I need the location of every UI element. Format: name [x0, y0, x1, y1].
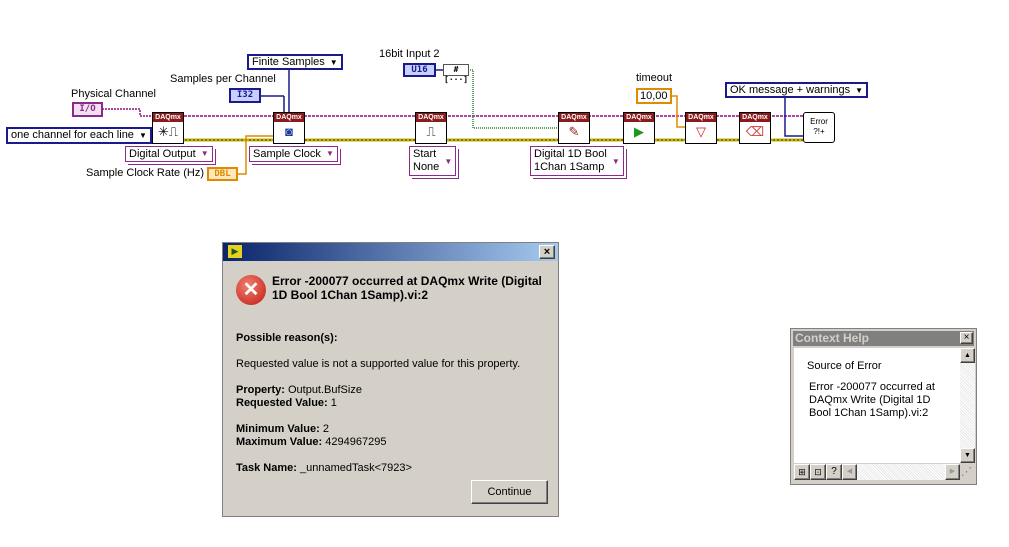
max-value: 4294967295: [325, 436, 387, 448]
i32-control[interactable]: I32: [229, 88, 261, 103]
node-header: DAQmx: [153, 113, 183, 122]
create-channel-icon: ✳⎍: [158, 124, 178, 139]
property-label: Property:: [236, 384, 285, 396]
close-button[interactable]: ×: [539, 245, 555, 259]
physical-channel-label: Physical Channel: [71, 88, 156, 100]
scroll-right-icon[interactable]: ▶: [945, 464, 960, 480]
daqmx-create-channel-node[interactable]: DAQmx ✳⎍: [152, 112, 184, 144]
clock-icon: ◙: [285, 124, 293, 139]
node-header: DAQmx: [686, 113, 716, 122]
node-header: DAQmx: [624, 113, 654, 122]
help-body: Error -200077 occurred at DAQmx Write (D…: [809, 381, 935, 419]
selector-value: None: [413, 161, 440, 173]
error-icon: ✕: [236, 275, 266, 305]
dbl-control[interactable]: DBL: [207, 167, 238, 181]
dropdown-arrow-icon: ▼: [611, 157, 620, 166]
enum-value: one channel for each line: [11, 129, 134, 141]
timeout-constant[interactable]: 10,00: [636, 88, 672, 104]
dropdown-arrow-icon: ▼: [329, 58, 338, 67]
error-heading: Error -200077 occurred at DAQmx Write (D…: [272, 274, 542, 302]
dialog-title-bar: ▶ ×: [223, 243, 558, 261]
dropdown-arrow-icon: ▼: [855, 86, 864, 95]
max-label: Maximum Value:: [236, 436, 323, 448]
finite-samples-enum[interactable]: Finite Samples ▼: [247, 54, 343, 70]
start-play-icon: ▶: [634, 124, 644, 139]
daqmx-trigger-node[interactable]: DAQmx ⎍: [415, 112, 447, 144]
help-content: Source of Error Error -200077 occurred a…: [794, 348, 960, 463]
daqmx-clear-node[interactable]: DAQmx ⌫: [739, 112, 771, 144]
timing-inputs-wire: [260, 69, 290, 113]
error-dialog: ▶ × ✕ Error -200077 occurred at DAQmx Wr…: [222, 242, 559, 517]
task-value: _unnamedTask<7923>: [300, 462, 412, 474]
vertical-scrollbar[interactable]: ▲ ▼: [960, 348, 975, 463]
show-optional-terminals-icon[interactable]: ⊞: [794, 464, 810, 480]
timing-selector[interactable]: Sample Clock ▼: [249, 146, 338, 162]
continue-button[interactable]: Continue: [471, 480, 548, 504]
context-help-window: Context Help × Source of Error Error -20…: [790, 328, 977, 485]
lock-icon[interactable]: ⊡: [810, 464, 826, 480]
resize-grip-icon[interactable]: ⋰: [961, 466, 972, 478]
physical-channel-wire: [102, 108, 152, 117]
dropdown-arrow-icon: ▼: [444, 157, 453, 166]
timeout-label: timeout: [636, 72, 673, 84]
node-header: DAQmx: [416, 113, 446, 122]
property-value: Output.BufSize: [287, 384, 362, 396]
dropdown-arrow-icon: ▼: [138, 131, 147, 140]
io-control[interactable]: I/O: [72, 102, 103, 117]
timeout-wire: [670, 95, 685, 128]
trigger-icon: ⎍: [426, 124, 436, 139]
min-value: 2: [322, 423, 329, 435]
requested-value: 1: [330, 397, 337, 409]
u16-control[interactable]: U16: [403, 63, 436, 77]
lines-enum[interactable]: one channel for each line ▼: [6, 127, 152, 144]
context-help-title: Context Help: [795, 331, 870, 345]
horizontal-scrollbar[interactable]: ⊞ ⊡ ? ◀ ▶: [794, 464, 960, 480]
create-channel-selector[interactable]: Digital Output ▼: [125, 146, 213, 162]
task-label: Task Name:: [236, 462, 297, 474]
error-mode-wire: [784, 97, 803, 137]
scroll-down-icon[interactable]: ▼: [960, 448, 975, 463]
dropdown-arrow-icon: ▼: [200, 149, 209, 158]
enum-value: Finite Samples: [252, 56, 325, 68]
selector-value: Start: [413, 148, 437, 160]
scroll-up-icon[interactable]: ▲: [960, 348, 975, 363]
selector-value: 1Chan 1Samp: [534, 161, 605, 173]
dropdown-arrow-icon: ▼: [325, 149, 334, 158]
wait-triangle-icon: ▽: [696, 124, 706, 139]
error-mode-enum[interactable]: OK message + warnings ▼: [725, 82, 869, 98]
help-question-icon[interactable]: ?: [826, 464, 842, 480]
sample-clock-rate-label: Sample Clock Rate (Hz): [86, 167, 204, 179]
labview-icon: ▶: [228, 245, 242, 258]
scroll-left-icon[interactable]: ◀: [842, 464, 857, 480]
eraser-icon: ⌫: [745, 124, 765, 139]
node-header: DAQmx: [740, 113, 770, 122]
input16-label: 16bit Input 2: [379, 48, 440, 60]
error-handler-label: Error ?!+: [810, 117, 828, 136]
requested-label: Requested Value:: [236, 397, 328, 409]
daqmx-start-node[interactable]: DAQmx ▶: [623, 112, 655, 144]
possible-reasons-label: Possible reason(s):: [236, 332, 338, 344]
node-header: DAQmx: [559, 113, 589, 122]
selector-value: Sample Clock: [253, 148, 321, 160]
close-button[interactable]: ×: [960, 332, 973, 344]
context-help-titlebar: [793, 331, 974, 346]
rate-wire: [238, 135, 273, 175]
data-wire: [468, 69, 558, 129]
help-heading: Source of Error: [807, 360, 882, 372]
selector-value: Digital Output: [129, 148, 196, 160]
samples-per-channel-label: Samples per Channel: [170, 73, 276, 85]
daqmx-wait-node[interactable]: DAQmx ▽: [685, 112, 717, 144]
reason-text: Requested value is not a supported value…: [236, 358, 521, 370]
daqmx-write-node[interactable]: DAQmx ✎: [558, 112, 590, 144]
write-pencil-icon: ✎: [568, 124, 580, 139]
min-label: Minimum Value:: [236, 423, 320, 435]
selector-value: Digital 1D Bool: [534, 148, 607, 160]
enum-value: OK message + warnings: [730, 84, 851, 96]
error-handler-node[interactable]: Error ?!+: [803, 112, 835, 143]
array-constant[interactable]: #[···]: [443, 64, 469, 84]
daqmx-timing-node[interactable]: DAQmx ◙: [273, 112, 305, 144]
node-header: DAQmx: [274, 113, 304, 122]
